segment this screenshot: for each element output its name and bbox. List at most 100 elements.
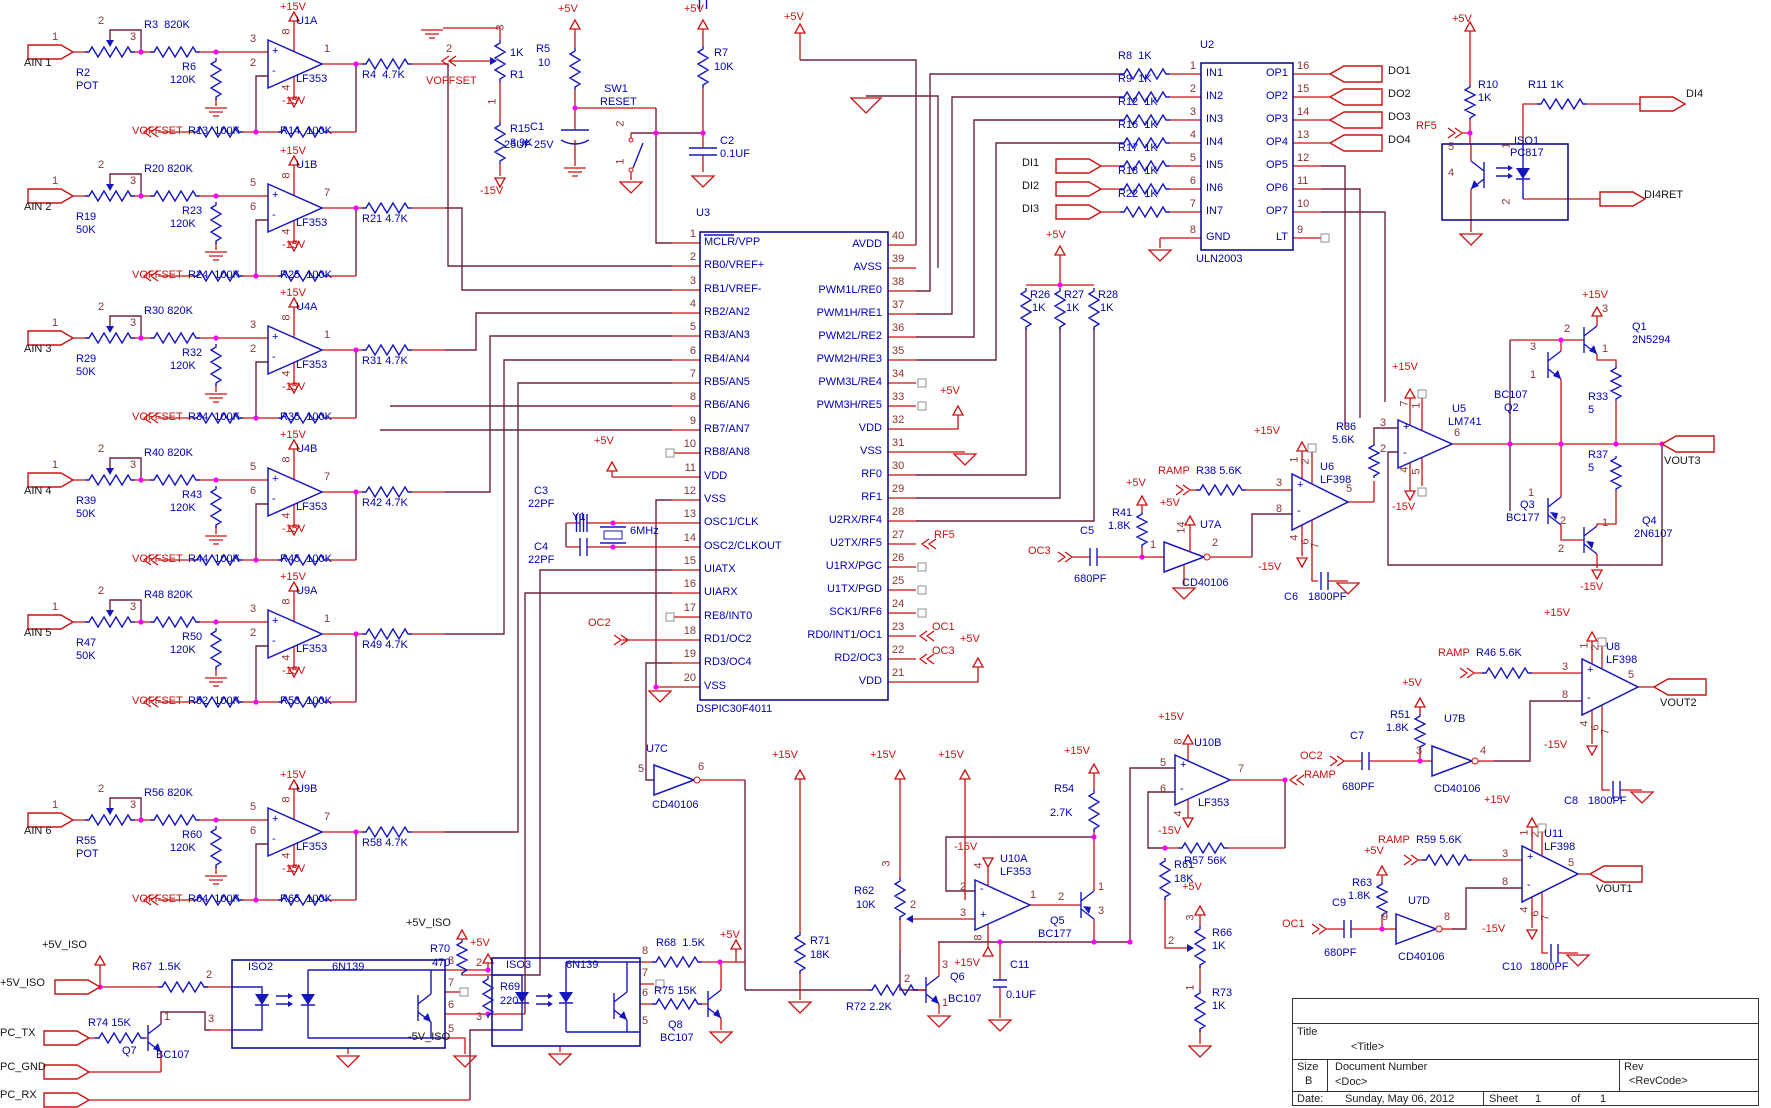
r36-ref: R36 (1336, 421, 1357, 433)
u2-pin16-num: 16 (1297, 60, 1310, 72)
stage2-rout: R21 4.7K (362, 213, 408, 225)
u10b-p6: 6 (1160, 783, 1167, 795)
stage6-pin2: 2 (98, 783, 105, 795)
u3-pin27-num: 27 (892, 529, 905, 541)
q8-part: BC107 (660, 1032, 694, 1044)
c3-val: 22PF (528, 498, 555, 510)
iso3-p5: 5 (642, 1015, 649, 1027)
q4-p2: 2 (1558, 543, 1565, 555)
net-rf5-iso1: RF5 (1416, 120, 1437, 132)
stage3-minus: - (272, 351, 276, 363)
net-ramp-u11: RAMP (1378, 834, 1410, 846)
u3-pin18-num: 18 (683, 625, 696, 637)
u10a-p8: 8 (972, 934, 985, 941)
iso1-part: PC817 (1510, 147, 1544, 159)
conn-di3: DI3 (1022, 203, 1040, 215)
r27-val: 1K (1066, 302, 1080, 314)
stage3-pin1: 1 (52, 317, 59, 329)
tb-sheet-label: Sheet (1489, 1093, 1518, 1105)
u3-pin23-name: RD0/INT1/OC1 (807, 629, 882, 641)
stage4-voffset: VOFFSET (132, 553, 183, 565)
conn-vout1: VOUT1 (1596, 883, 1633, 895)
u10a-m15: -15V (954, 841, 978, 853)
u2-pin10-name: OP7 (1265, 205, 1288, 217)
u3-pin39-num: 39 (892, 253, 905, 265)
u8-plus: + (1587, 664, 1594, 676)
u2-pin12-num: 12 (1297, 152, 1310, 164)
u7a-p1: 1 (1150, 539, 1157, 551)
u7a-part: CD40106 (1182, 577, 1229, 589)
stage4-pinp: 5 (250, 461, 257, 473)
u3-pin1-num: 1 (689, 228, 696, 240)
u2-rin-4: R17 1K (1118, 142, 1158, 154)
stage6-pbot: 4 (280, 852, 293, 859)
u3-pin29-name: RF1 (861, 491, 882, 503)
stage1-pinp: 3 (250, 33, 257, 45)
stage2-rg-val: 120K (170, 218, 196, 230)
stage3-rser: R30 820K (144, 305, 193, 317)
u10b-m15: -15V (1158, 825, 1182, 837)
u10a-part: LF353 (1000, 866, 1032, 878)
u2-pin8-name: GND (1206, 231, 1231, 243)
u5-15v: +15V (1392, 361, 1418, 373)
u3-pin28-name: U2RX/RF4 (828, 514, 882, 526)
u3-pin26-num: 26 (892, 552, 905, 564)
stage1-minus: - (272, 65, 276, 77)
u8-minus: - (1587, 692, 1591, 704)
stage4-pbot: 4 (280, 512, 293, 519)
stage3-pinm: 2 (250, 343, 257, 355)
r7-ref: R7 (714, 47, 729, 59)
stage6-ptop: 8 (280, 796, 293, 803)
u2-pin7-num: 7 (1189, 198, 1196, 210)
u2-pin15-name: OP2 (1265, 90, 1288, 102)
u3-pin30-name: RF0 (861, 468, 882, 480)
u7d-p9: 9 (1382, 911, 1389, 923)
stage2-voffset: VOFFSET (132, 269, 183, 281)
u10b-p5: 5 (1160, 757, 1167, 769)
r41-5v: +5V (1126, 477, 1146, 489)
q8-ref: Q8 (668, 1019, 683, 1031)
r10-val: 1K (1478, 92, 1492, 104)
iso2-ref: ISO2 (248, 961, 274, 973)
net-oc3: OC3 (1028, 545, 1051, 557)
stage2-pbot: 4 (280, 228, 293, 235)
u7a-p2: 2 (1212, 537, 1219, 549)
u11-p5: 5 (1568, 857, 1575, 869)
u2-pin1-name: IN1 (1206, 67, 1224, 79)
stage2-amptype: LF353 (296, 217, 328, 229)
u3-pin7-num: 7 (689, 368, 696, 380)
u3-pin16-name: UIARX (704, 586, 738, 598)
stage2-vplus: +15V (280, 145, 306, 157)
avdd-5v: +5V (784, 11, 804, 23)
stage4-rser: R40 820K (144, 447, 193, 459)
u8-p7: 7 (1599, 728, 1612, 735)
u5-p5b: 5 (1410, 468, 1423, 475)
iso2-p5: 5 (448, 1023, 455, 1035)
stage4-plus: + (272, 473, 279, 485)
u5-m15: -15V (1392, 501, 1416, 513)
stage3-pot-ref: R29 (76, 353, 97, 365)
u2-pin7-name: IN7 (1206, 205, 1224, 217)
u3-pin1-name: MCLR/VPP (704, 236, 761, 248)
mid-15v: +15V (938, 749, 964, 761)
u3-pin20-name: VSS (704, 680, 727, 692)
tb-title-label: Title (1297, 1026, 1318, 1038)
r27-ref: R27 (1064, 289, 1085, 301)
r1-ref: R1 (510, 69, 525, 81)
stage1-amp: U1A (296, 15, 318, 27)
r66-val: 1K (1212, 940, 1226, 952)
u10a-minus: - (980, 883, 984, 895)
stage3-voffset: VOFFSET (132, 411, 183, 423)
q5-p2: 2 (1058, 891, 1065, 903)
y1-ref: Y1 (572, 511, 586, 523)
u6-minus: - (1297, 505, 1301, 517)
stage4-pot-ref: R39 (76, 495, 97, 507)
stage1-vplus: +15V (280, 1, 306, 13)
iso3-p2: 2 (476, 957, 483, 969)
stage2-vminus: -15V (282, 239, 306, 251)
q4-ref: Q4 (1642, 515, 1657, 527)
stage3-pino: 1 (324, 329, 331, 341)
u3-pin34-num: 34 (892, 368, 905, 380)
sw1-p2: 2 (614, 120, 627, 127)
u3-pin5-name: RB3/AN3 (704, 329, 750, 341)
